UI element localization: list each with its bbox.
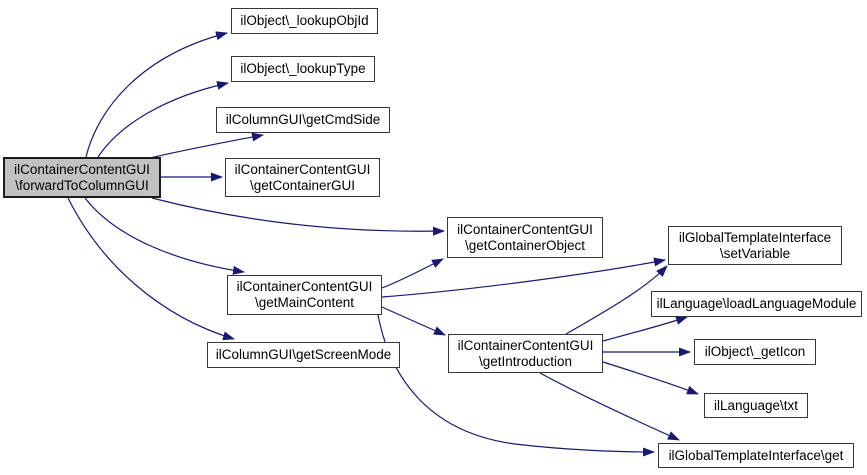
graph-node-getContainerGUI[interactable]: ilContainerContentGUI\getContainerGUI — [225, 158, 380, 197]
graph-node-getIcon[interactable]: ilObject\_getIcon — [694, 339, 816, 365]
graph-node-txt[interactable]: ilLanguage\txt — [704, 393, 808, 418]
graph-node-setVariable[interactable]: ilGlobalTemplateInterface\setVariable — [668, 226, 842, 265]
graph-node-label: ilContainerContentGUI — [234, 161, 371, 177]
call-edge-forwardToColumnGUI-to-getScreenMode — [67, 197, 235, 341]
call-edge-forwardToColumnGUI-to-lookupType — [97, 81, 229, 158]
call-edge-getIntroduction-to-get — [539, 372, 680, 441]
graph-node-label: ilColumnGUI\getScreenMode — [215, 347, 392, 362]
graph-node-lookupObjId[interactable]: ilObject\_lookupObjId — [231, 8, 378, 34]
graph-node-label: ilContainerContentGUI — [457, 337, 594, 353]
graph-node-label: ilObject\_lookupType — [240, 61, 366, 76]
graph-node-lookupType[interactable]: ilObject\_lookupType — [231, 56, 375, 82]
graph-node-label: \getContainerObject — [464, 237, 586, 253]
graph-node-label: ilColumnGUI\getCmdSide — [225, 112, 381, 127]
graph-node-label: ilContainerContentGUI — [236, 279, 373, 294]
graph-node-label: ilLanguage\loadLanguageModule — [656, 296, 857, 311]
call-edge-forwardToColumnGUI-to-lookupObjId — [85, 31, 228, 158]
graph-node-getCmdSide[interactable]: ilColumnGUI\getCmdSide — [216, 107, 390, 133]
graph-node-get[interactable]: ilGlobalTemplateInterface\get — [658, 443, 854, 468]
graph-node-getScreenMode[interactable]: ilColumnGUI\getScreenMode — [207, 342, 400, 368]
graph-node-label: ilObject\_lookupObjId — [240, 13, 369, 28]
call-edge-getMainContent-to-getContainerObject — [381, 258, 444, 289]
graph-node-loadLanguageModule[interactable]: ilLanguage\loadLanguageModule — [651, 291, 862, 317]
graph-node-label: \getMainContent — [254, 295, 355, 310]
graph-node-getContainerObject[interactable]: ilContainerContentGUI\getContainerObject — [447, 217, 603, 258]
graph-node-label: ilObject\_getIcon — [704, 344, 806, 359]
call-edge-getIntroduction-to-loadLanguageModule — [602, 316, 688, 342]
graph-node-label: ilContainerContentGUI — [14, 161, 150, 177]
graph-node-label: ilGlobalTemplateInterface\get — [668, 447, 844, 463]
graph-node-label: \setVariable — [719, 245, 791, 261]
graph-node-getMainContent[interactable]: ilContainerContentGUI\getMainContent — [227, 275, 382, 315]
graph-node-label: ilGlobalTemplateInterface — [678, 229, 832, 245]
call-edge-getMainContent-to-setVariable — [381, 257, 666, 298]
call-edge-forwardToColumnGUI-to-getCmdSide — [149, 132, 264, 159]
call-edge-getIntroduction-to-txt — [602, 361, 699, 395]
graph-node-forwardToColumnGUI: ilContainerContentGUI\forwardToColumnGUI — [3, 157, 161, 198]
graph-node-label: ilLanguage\txt — [713, 397, 799, 413]
graph-node-label: \forwardToColumnGUI — [15, 177, 149, 193]
graph-node-getIntroduction[interactable]: ilContainerContentGUI\getIntroduction — [448, 334, 603, 373]
call-edge-forwardToColumnGUI-to-getContainerObject — [151, 197, 445, 236]
graph-node-label: ilContainerContentGUI — [457, 221, 593, 237]
call-edge-getIntroduction-to-setVariable — [565, 265, 668, 335]
graph-node-label: \getIntroduction — [478, 353, 573, 369]
call-edge-forwardToColumnGUI-to-getMainContent — [84, 197, 245, 275]
call-edge-getMainContent-to-getIntroduction — [381, 306, 446, 336]
graph-node-label: \getContainerGUI — [249, 177, 356, 193]
